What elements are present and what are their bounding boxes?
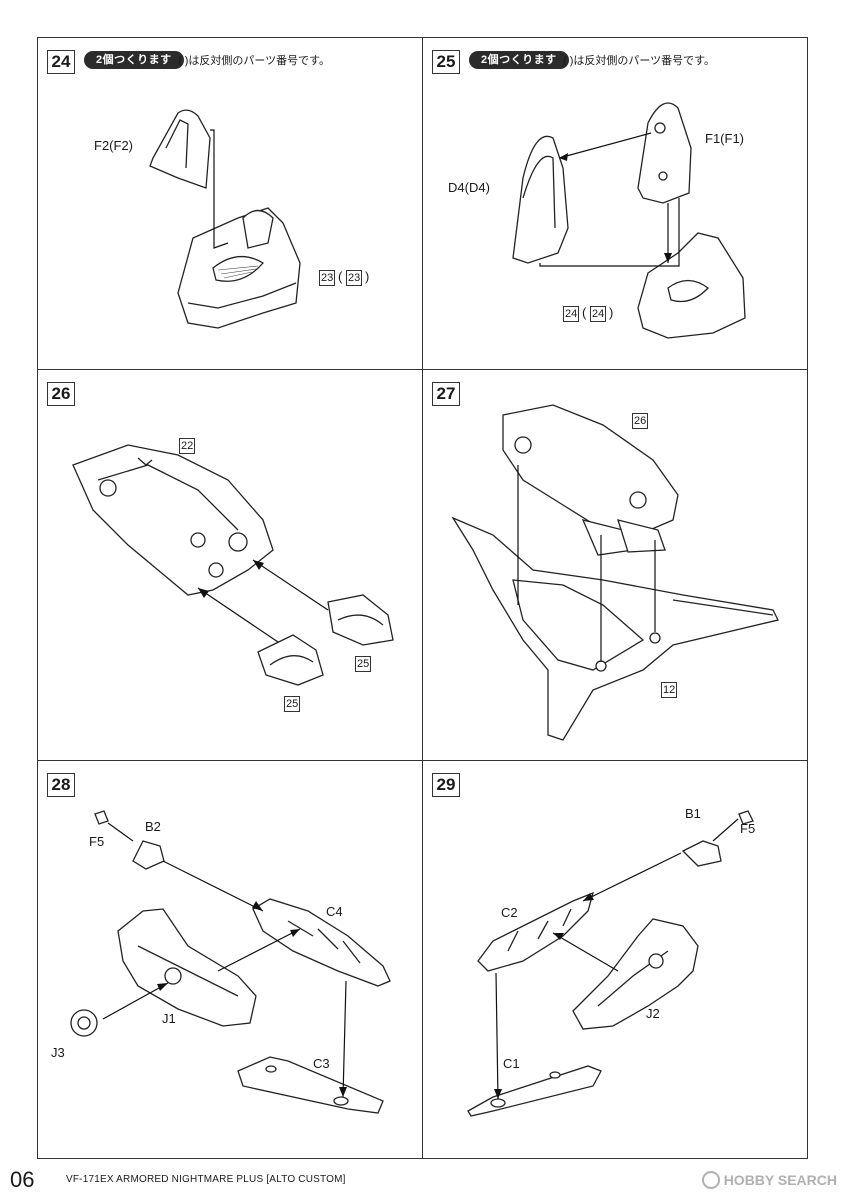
paren-open: ( bbox=[338, 269, 343, 284]
ref-box-22: 22 bbox=[179, 438, 196, 454]
part-label-j3: J3 bbox=[51, 1045, 65, 1060]
part-label-f5: F5 bbox=[740, 821, 756, 836]
step-24-illustration bbox=[149, 109, 301, 329]
part-label-j2: J2 bbox=[646, 1006, 660, 1021]
step-29-panel: 29 B1 bbox=[422, 760, 808, 1159]
ref-box-26: 26 bbox=[632, 413, 649, 429]
paren-close: ) bbox=[365, 269, 370, 284]
step-25-panel: 25 2個つくります ( )は反対側のパーツ番号です。 F1(F1) D4(D4… bbox=[422, 37, 808, 370]
step-27-panel: 27 26 12 bbox=[422, 369, 808, 761]
part-label-c4: C4 bbox=[326, 904, 343, 919]
step-29-illustration bbox=[467, 810, 754, 1117]
part-label-b2: B2 bbox=[145, 819, 161, 834]
ref-box-24: 24 bbox=[563, 306, 580, 322]
step-note: ( )は反対側のパーツ番号です。 bbox=[178, 55, 331, 67]
manual-title: VF-171EX ARMORED NIGHTMARE PLUS [ALTO CU… bbox=[66, 1174, 346, 1185]
ref-box-25-b: 25 bbox=[284, 696, 301, 712]
step-26-illustration bbox=[72, 444, 394, 686]
ref-box-23: 23 bbox=[319, 270, 336, 286]
part-label-f2: F2(F2) bbox=[94, 138, 133, 153]
step-28-panel: 28 bbox=[37, 760, 423, 1159]
step-number: 26 bbox=[47, 382, 75, 406]
part-label-c2: C2 bbox=[501, 905, 518, 920]
ref-box-12: 12 bbox=[661, 682, 678, 698]
part-label-c1: C1 bbox=[503, 1056, 520, 1071]
step-number: 28 bbox=[47, 773, 75, 797]
part-label-d4: D4(D4) bbox=[448, 180, 490, 195]
step-27-illustration bbox=[451, 404, 779, 741]
watermark-logo-icon bbox=[701, 1171, 720, 1189]
step-25-illustration bbox=[512, 102, 746, 339]
step-28-illustration bbox=[70, 810, 391, 1114]
step-number: 27 bbox=[432, 382, 460, 406]
part-label-f1: F1(F1) bbox=[705, 131, 744, 146]
watermark: HOBBY SEARCH bbox=[701, 1170, 837, 1190]
step-26-panel: 26 22 25 25 bbox=[37, 369, 423, 761]
ref-box-24-opposite: 24 bbox=[590, 306, 607, 322]
step-number: 25 bbox=[432, 50, 460, 74]
step-note: ( )は反対側のパーツ番号です。 bbox=[563, 55, 716, 67]
ref-box-25: 25 bbox=[355, 656, 372, 672]
make-two-badge: 2個つくります bbox=[469, 51, 569, 69]
step-24-panel: 24 2個つくります ( )は反対側のパーツ番号です。 F2(F2) 23 ( … bbox=[37, 37, 423, 370]
make-two-badge: 2個つくります bbox=[84, 51, 184, 69]
step-number: 24 bbox=[47, 50, 75, 74]
part-label-b1: B1 bbox=[685, 806, 701, 821]
step-number: 29 bbox=[432, 773, 460, 797]
watermark-text: HOBBY SEARCH bbox=[723, 1172, 837, 1188]
paren-open: ( bbox=[582, 305, 587, 320]
page-number: 06 bbox=[10, 1167, 35, 1192]
part-label-j1: J1 bbox=[162, 1011, 176, 1026]
part-label-f5: F5 bbox=[89, 834, 105, 849]
ref-box-23-opposite: 23 bbox=[346, 270, 363, 286]
paren-close: ) bbox=[609, 305, 614, 320]
part-label-c3: C3 bbox=[313, 1056, 330, 1071]
